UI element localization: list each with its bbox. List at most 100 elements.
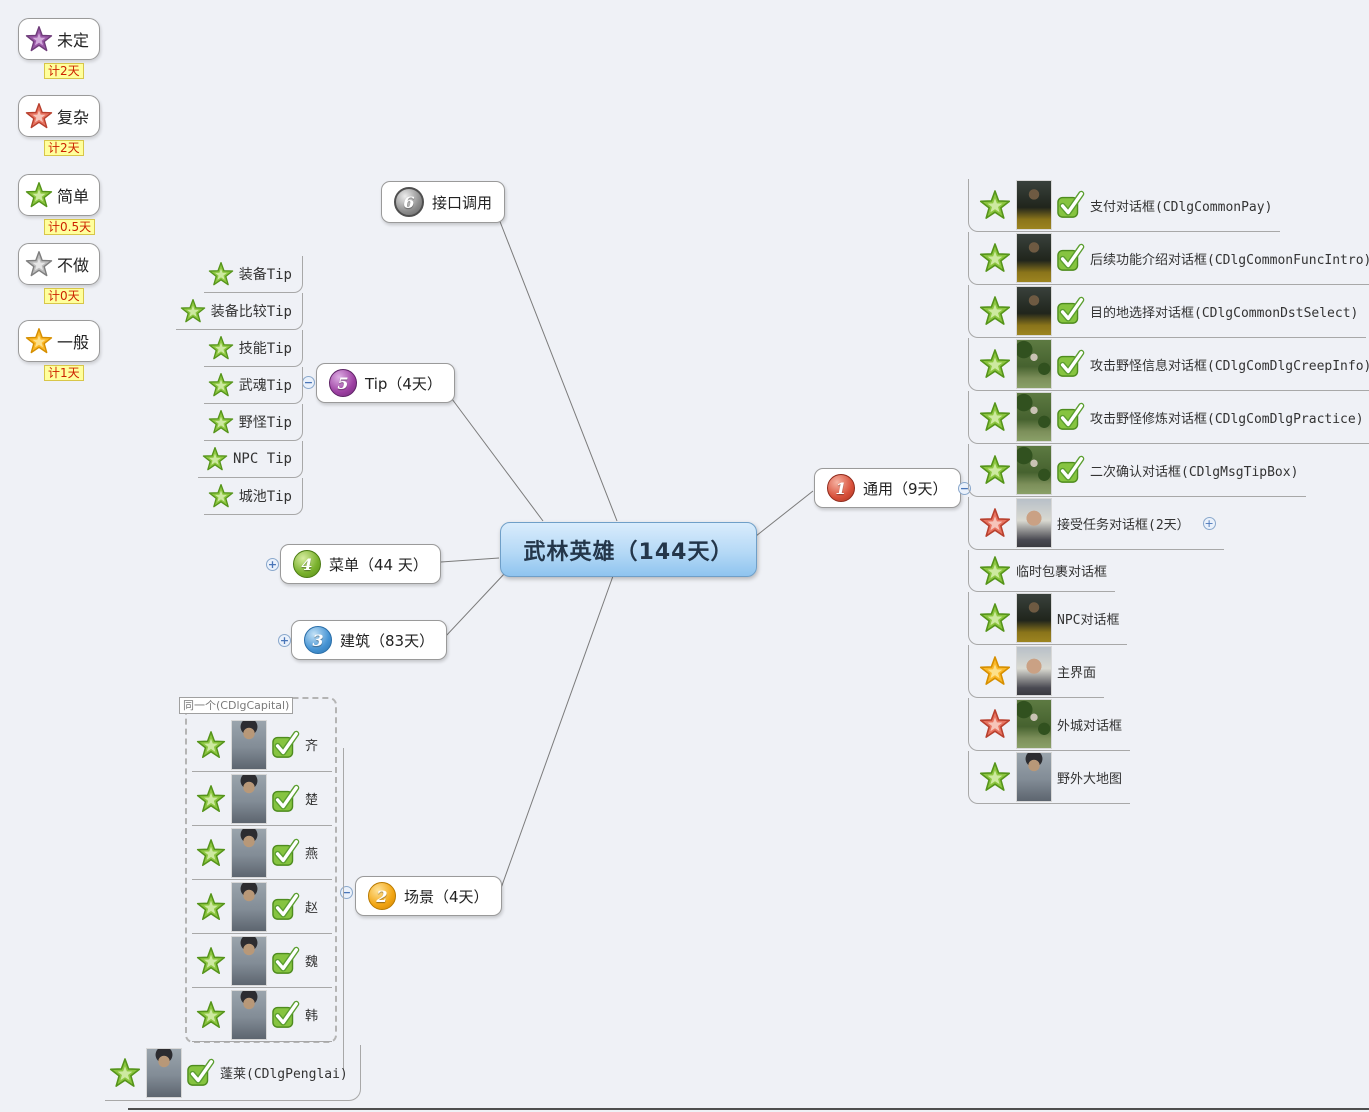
- done-check-icon: [272, 1000, 300, 1029]
- scene-subtopic-label: 楚: [305, 793, 319, 808]
- priority-star-icon: [208, 409, 234, 435]
- scene-subtopic[interactable]: 赵: [192, 880, 332, 934]
- common-subtopic-label: 后续功能介绍对话框(CDlgCommonFuncIntro): [1090, 252, 1369, 268]
- priority-star-icon: [979, 761, 1011, 793]
- tip-subtopic-label: 野怪Tip: [238, 415, 292, 431]
- scene-subtopic[interactable]: 楚: [192, 772, 332, 826]
- common-subtopic[interactable]: 支付对话框(CDlgCommonPay): [968, 179, 1281, 232]
- common-subtopic[interactable]: 攻击野怪修炼对话框(CDlgComDlgPractice): [968, 391, 1369, 444]
- number-2-icon: 2: [368, 882, 396, 910]
- legend-item: 简单 计0.5天: [18, 174, 100, 235]
- priority-star-icon: [979, 401, 1011, 433]
- scene-subtopic-label: 赵: [305, 901, 319, 916]
- priority-star-icon: [979, 555, 1011, 587]
- common-subtopic-label: 支付对话框(CDlgCommonPay): [1090, 199, 1273, 215]
- done-check-icon: [272, 730, 300, 759]
- legend-item: 一般 计1天: [18, 320, 100, 381]
- scene-subtopic-label: 燕: [305, 847, 319, 862]
- done-check-icon: [1057, 455, 1085, 484]
- legend-label: 未定: [57, 31, 90, 50]
- legend-topic[interactable]: 一般: [18, 320, 100, 362]
- common-subtopic[interactable]: 外城对话框: [968, 698, 1131, 751]
- assignee-photo: [1016, 286, 1052, 336]
- assignee-photo: [231, 719, 267, 770]
- branch-tip[interactable]: 5 Tip（4天）: [316, 363, 455, 403]
- scene-subtopic[interactable]: 韩: [192, 988, 332, 1042]
- common-subtopic[interactable]: NPC对话框: [968, 592, 1128, 645]
- priority-star-icon: [196, 784, 226, 814]
- tip-subtopic[interactable]: 城池Tip: [203, 478, 303, 515]
- branch-scene-label: 场景（4天）: [404, 887, 489, 906]
- priority-star-icon: [202, 446, 228, 472]
- scene-subtopic[interactable]: 燕: [192, 826, 332, 880]
- root-topic[interactable]: 武林英雄（144天）: [500, 522, 757, 577]
- collapse-toggle-scene[interactable]: [340, 886, 353, 899]
- common-subtopic[interactable]: 接受任务对话框(2天）: [968, 497, 1224, 550]
- tip-subtopics: 装备Tip 装备比较Tip 技能Tip 武魂Tip 野怪Tip: [140, 256, 303, 515]
- done-check-icon: [272, 838, 300, 867]
- common-subtopic[interactable]: 目的地选择对话框(CDlgCommonDstSelect): [968, 285, 1367, 338]
- common-subtopic[interactable]: 野外大地图: [968, 751, 1131, 804]
- tip-subtopic[interactable]: NPC Tip: [197, 441, 303, 478]
- number-3-icon: 3: [304, 626, 332, 654]
- tip-subtopic[interactable]: 武魂Tip: [203, 367, 303, 404]
- priority-star-icon: [25, 25, 53, 53]
- branch-menu[interactable]: 4 菜单（44 天）: [280, 544, 441, 584]
- tip-subtopic-label: 城池Tip: [238, 489, 292, 505]
- common-subtopic-label: 目的地选择对话框(CDlgCommonDstSelect): [1090, 305, 1359, 321]
- common-subtopic-label: 主界面: [1057, 665, 1097, 681]
- assignee-photo: [1016, 498, 1052, 548]
- root-topic-label: 武林英雄（144天）: [523, 539, 734, 565]
- legend-topic[interactable]: 复杂: [18, 95, 100, 137]
- common-subtopic[interactable]: 攻击野怪信息对话框(CDlgComDlgCreepInfo): [968, 338, 1369, 391]
- scene-subtopic-label: 蓬莱(CDlgPenglai): [220, 1067, 348, 1082]
- branch-tip-label: Tip（4天）: [365, 374, 442, 393]
- branch-building-label: 建筑（83天）: [340, 631, 435, 650]
- common-subtopic-label: NPC对话框: [1057, 612, 1120, 628]
- tip-subtopic[interactable]: 装备比较Tip: [175, 293, 303, 330]
- collapse-toggle-menu[interactable]: [266, 558, 279, 571]
- legend-topic[interactable]: 简单: [18, 174, 100, 216]
- done-check-icon: [272, 784, 300, 813]
- priority-star-icon: [25, 181, 53, 209]
- legend-days-tag: 计1天: [44, 365, 84, 381]
- common-subtopic[interactable]: 临时包裹对话框: [968, 550, 1116, 592]
- legend-item: 未定 计2天: [18, 18, 100, 79]
- number-5-icon: 5: [329, 369, 357, 397]
- priority-star-icon: [979, 242, 1011, 274]
- priority-star-icon: [25, 102, 53, 130]
- assignee-photo: [231, 773, 267, 824]
- scene-subtopic[interactable]: 魏: [192, 934, 332, 988]
- scene-subtopics: 齐 楚 燕: [192, 718, 332, 1042]
- tip-subtopic[interactable]: 装备Tip: [203, 256, 303, 293]
- tip-subtopic[interactable]: 技能Tip: [203, 330, 303, 367]
- common-subtopic[interactable]: 后续功能介绍对话框(CDlgCommonFuncIntro): [968, 232, 1369, 285]
- branch-common[interactable]: 1 通用（9天）: [814, 468, 961, 508]
- branch-building[interactable]: 3 建筑（83天）: [291, 620, 448, 660]
- legend-days-tag: 计0天: [44, 288, 84, 304]
- priority-star-icon: [979, 348, 1011, 380]
- done-check-icon: [1057, 349, 1085, 378]
- branch-scene[interactable]: 2 场景（4天）: [355, 876, 502, 916]
- tip-subtopic[interactable]: 野怪Tip: [203, 404, 303, 441]
- legend-topic[interactable]: 未定: [18, 18, 100, 60]
- legend-topic[interactable]: 不做: [18, 243, 100, 285]
- common-subtopic[interactable]: 主界面: [968, 645, 1105, 698]
- priority-star-icon: [25, 327, 53, 355]
- priority-star-icon: [196, 730, 226, 760]
- done-check-icon: [272, 946, 300, 975]
- collapse-toggle-tip[interactable]: [302, 376, 315, 389]
- scene-boundary-label: 同一个(CDlgCapital): [179, 697, 294, 714]
- scene-subtopic[interactable]: 齐: [192, 718, 332, 772]
- common-subtopic[interactable]: 二次确认对话框(CDlgMsgTipBox): [968, 444, 1307, 497]
- collapse-toggle-task[interactable]: [1202, 516, 1216, 530]
- done-check-icon: [1057, 190, 1085, 219]
- branch-interface[interactable]: 6 接口调用: [381, 181, 506, 223]
- assignee-photo: [231, 881, 267, 932]
- scene-subtopic-penglai[interactable]: 蓬莱(CDlgPenglai): [105, 1045, 361, 1101]
- priority-star-icon: [196, 946, 226, 976]
- common-subtopic-label: 临时包裹对话框: [1016, 565, 1108, 580]
- collapse-toggle-building[interactable]: [278, 634, 291, 647]
- done-check-icon: [1057, 243, 1085, 272]
